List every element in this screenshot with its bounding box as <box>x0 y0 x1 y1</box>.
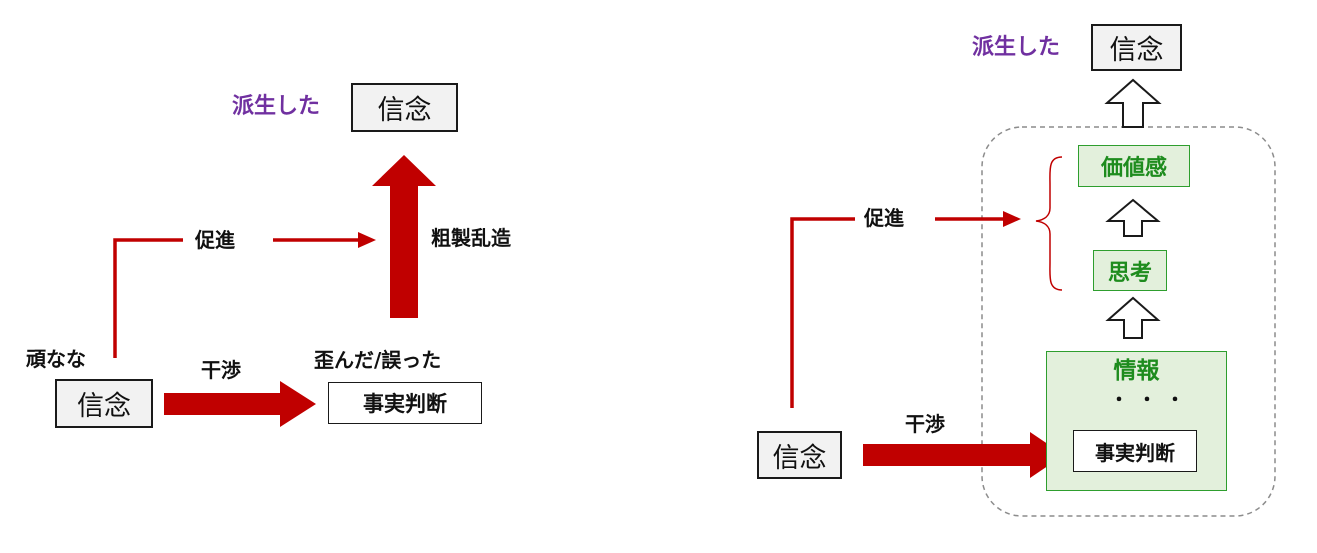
right-belief-box: 信念 <box>757 431 842 479</box>
right-thinking-box: 思考 <box>1093 250 1167 291</box>
right-fact-judgment-box: 事実判断 <box>1073 430 1197 472</box>
right-promote-label: 促進 <box>864 206 904 230</box>
right-hollow-arrow-top <box>1104 78 1162 128</box>
right-promote-line <box>790 217 855 408</box>
right-value-sense-box: 価値感 <box>1078 145 1190 187</box>
left-interfere-arrow <box>164 381 316 427</box>
left-fact-judgment-box: 事実判断 <box>328 382 482 424</box>
right-interfere-label: 干渉 <box>905 412 945 436</box>
left-mass-production-label: 粗製乱造 <box>431 226 511 250</box>
left-derived-label: 派生した <box>232 94 321 119</box>
left-interfere-label: 干渉 <box>201 358 241 382</box>
right-interfere-arrow <box>863 432 1064 478</box>
left-stubborn-label: 頑なな <box>26 347 86 371</box>
right-information-box: 情報 ・・・ 事実判断 <box>1046 351 1227 491</box>
right-ellipsis: ・・・ <box>1110 390 1194 411</box>
left-promote-line <box>113 238 183 358</box>
right-derived-label: 派生した <box>972 35 1061 60</box>
left-promote-label: 促進 <box>195 228 235 252</box>
left-promote-arrow-head <box>358 232 376 248</box>
left-thick-up-arrow <box>372 155 436 318</box>
right-hollow-arrow-mid <box>1105 198 1161 237</box>
left-derived-belief-box: 信念 <box>351 83 458 132</box>
right-information-title: 情報 <box>1113 358 1160 384</box>
left-distorted-label: 歪んだ/誤った <box>314 348 442 372</box>
left-belief-box: 信念 <box>55 379 153 428</box>
right-promote-arrow-head <box>1003 211 1021 227</box>
right-derived-belief-box: 信念 <box>1091 24 1182 71</box>
right-curly-brace <box>1035 156 1063 291</box>
right-hollow-arrow-low <box>1105 296 1161 339</box>
